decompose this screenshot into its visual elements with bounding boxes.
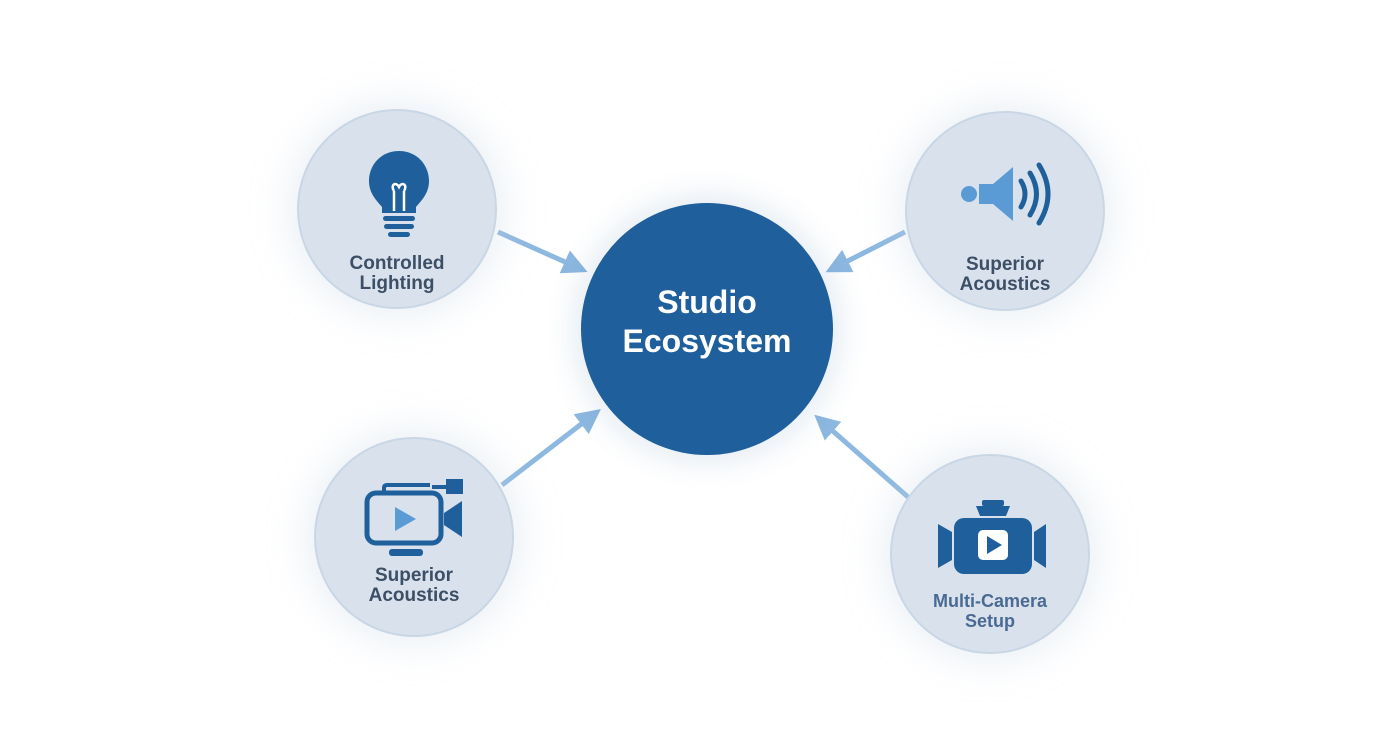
node-superior-acoustics-video: Superior Acoustics xyxy=(314,437,514,637)
speaker-icon xyxy=(961,162,1051,226)
lightbulb-icon xyxy=(369,151,429,237)
node-label: Controlled Lighting xyxy=(349,253,445,294)
node-controlled-lighting: Controlled Lighting xyxy=(297,109,497,309)
movie-camera-icon xyxy=(938,500,1046,574)
node-label: Multi-Camera Setup xyxy=(932,591,1048,631)
video-camera-icon xyxy=(364,479,463,556)
hub-title: Studio Ecosystem xyxy=(581,283,833,361)
arrow-video-to-hub xyxy=(500,408,601,487)
node-label: Superior Acoustics xyxy=(368,565,460,606)
arrow-multicamera-to-hub xyxy=(814,414,910,499)
studio-ecosystem-hub: Studio Ecosystem xyxy=(581,203,833,455)
arrow-lighting-to-hub xyxy=(496,229,588,274)
hub-title-line1: Studio xyxy=(657,284,757,320)
node-superior-acoustics: Superior Acoustics xyxy=(905,111,1105,311)
node-multi-camera-setup: Multi-Camera Setup xyxy=(890,454,1090,654)
arrow-acoustics-to-hub xyxy=(825,229,907,273)
node-label: Superior Acoustics xyxy=(959,254,1051,295)
hub-title-line2: Ecosystem xyxy=(622,323,792,359)
